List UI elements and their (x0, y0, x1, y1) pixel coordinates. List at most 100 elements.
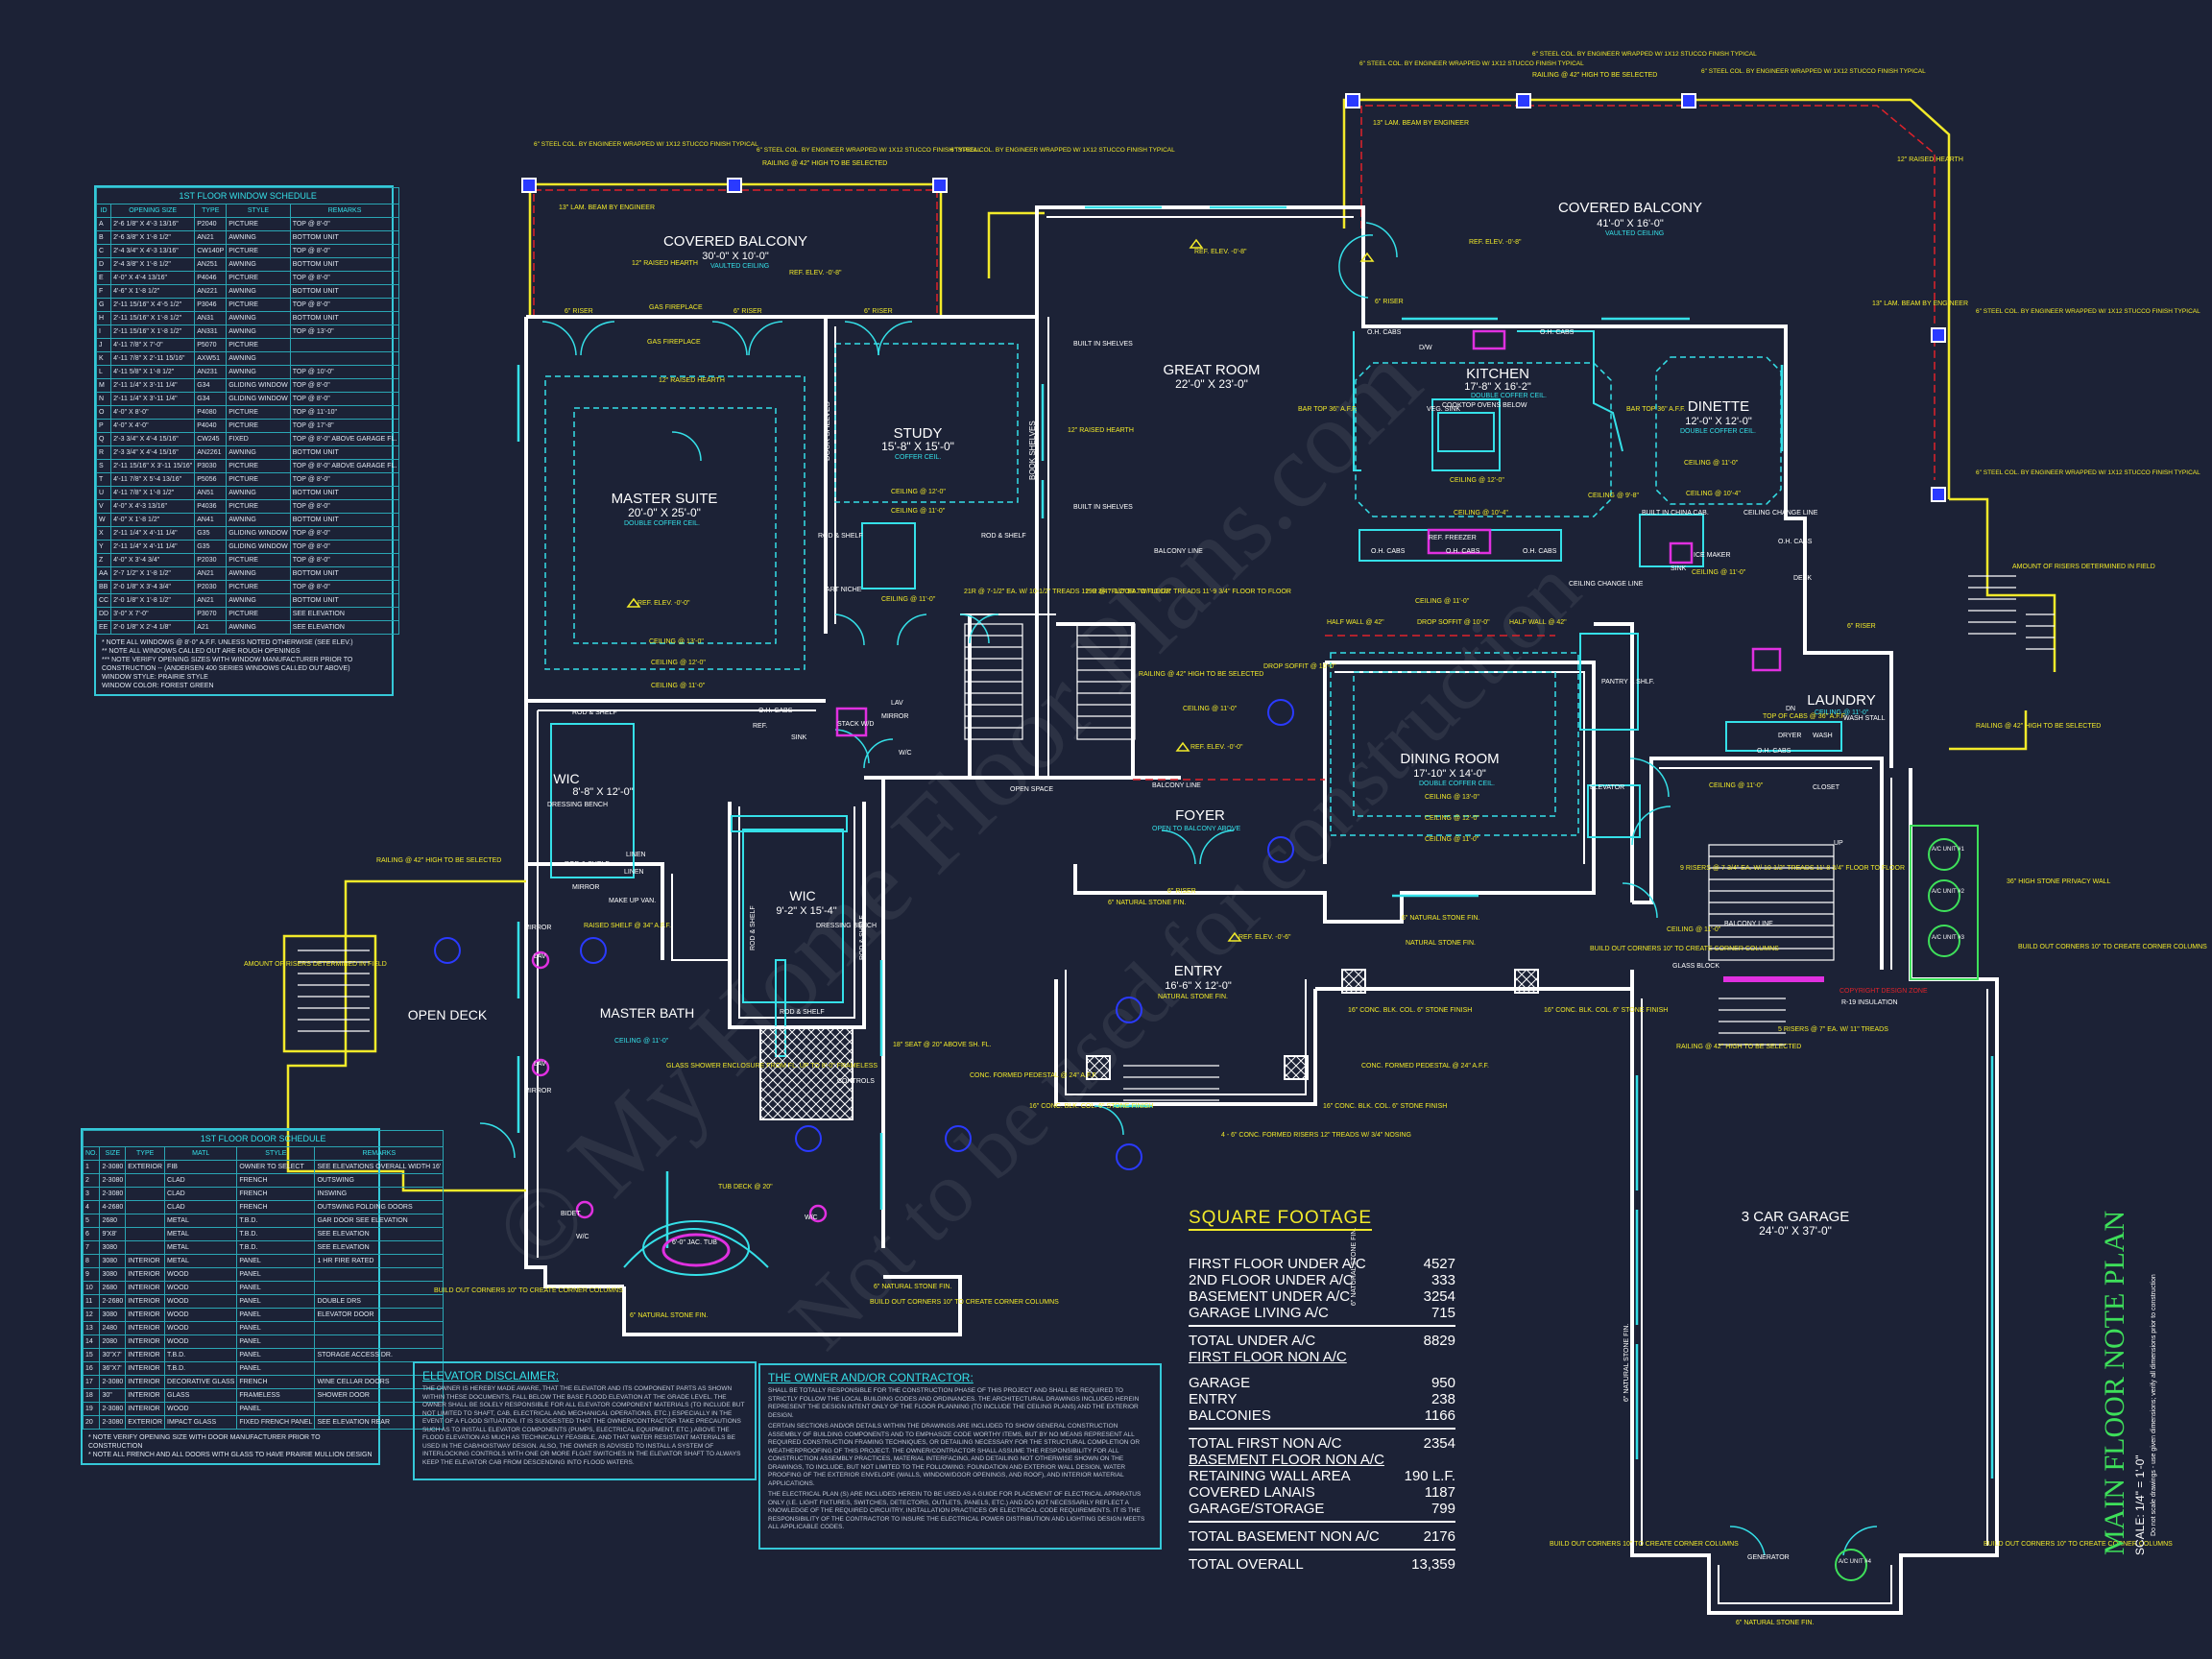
window-schedule-cell: TOP @ 17'-8" (289, 419, 400, 433)
window-schedule-cell: PICTURE (226, 271, 291, 285)
door-schedule-cell: 2-3080 (99, 1375, 127, 1389)
door-schedule-cell: INTERIOR (125, 1321, 166, 1335)
foyer-name: FOYER (1175, 807, 1225, 824)
window-schedule-cell: 4'-6" X 1'-8 1/2" (110, 284, 196, 299)
callout-china-cab: BUILT IN CHINA CAB. (1642, 510, 1709, 517)
callout-ceiling-5: CEILING @ 11'-0" (891, 508, 946, 515)
rod-shelf-vertical-2: ROD & SHELF (859, 915, 866, 960)
door-schedule-cell: 2-3080 (99, 1187, 127, 1201)
window-schedule-cell: CC (95, 593, 112, 608)
callout-railing-3: RAILING @ 42" HIGH TO BE SELECTED (1976, 723, 2101, 730)
window-schedule-cell: GLIDING WINDOW (226, 526, 291, 541)
callout-tub: 6'-0" JAC. TUB (672, 1239, 717, 1246)
door-schedule-cell: ELEVATOR DOOR (314, 1308, 445, 1322)
window-schedule-cell: TOP @ 8'-0" (289, 271, 400, 285)
callout-makeup: MAKE UP VAN. (609, 898, 656, 904)
desk-label: DESK (1793, 575, 1812, 582)
covered-balcony-right-dim: 41'-0" X 16'-0" (1597, 218, 1664, 229)
callout-railing-4: RAILING @ 42" HIGH TO BE SELECTED (376, 857, 501, 864)
window-schedule-cell: TOP @ 13'-0" (289, 325, 400, 339)
door-schedule-cell: EXTERIOR (125, 1160, 166, 1174)
callout-oh-cabs-5: O.H. CABS (1446, 548, 1480, 555)
square-footage-value: 3254 (1423, 1288, 1455, 1305)
door-schedule-cell: OUTSWING (314, 1173, 445, 1188)
electrical-symbols (434, 699, 1294, 1170)
window-schedule-cell: X (95, 526, 112, 541)
entry-note: NATURAL STONE FIN. (1158, 994, 1228, 1000)
window-schedule-cell: G35 (194, 540, 228, 554)
door-schedule-cell: 2-3080 (99, 1173, 127, 1188)
callout-ceiling-19: CEILING @ 11'-0" (1692, 569, 1746, 576)
window-schedule-cell: G34 (194, 392, 228, 406)
window-schedule-cell: TOP @ 8'-0" (289, 378, 400, 393)
window-schedule-header: ID (95, 204, 112, 218)
window-schedule-cell: P4080 (194, 405, 228, 420)
callout-oh-cabs-7: O.H. CABS (1778, 539, 1813, 545)
square-footage-label: ENTRY (1189, 1391, 1238, 1407)
window-schedule-cell: N (95, 392, 112, 406)
window-schedule-cell: PICTURE (226, 338, 291, 352)
window-schedule-cell: GLIDING WINDOW (226, 378, 291, 393)
window-schedule-cell: W (95, 513, 112, 527)
window-schedule-cell: TOP @ 8'-0" (289, 526, 400, 541)
square-footage-label: BASEMENT UNDER A/C (1189, 1288, 1351, 1305)
callout-oh-cabs-2: O.H. CABS (1367, 329, 1402, 336)
callout-stack: STACK W/D (837, 721, 874, 728)
dinette-dim: 12'-0" X 12'-0" (1685, 416, 1752, 427)
callout-lav-3: LAV (891, 700, 903, 707)
closet-label: CLOSET (1813, 784, 1840, 791)
window-schedule-cell: G (95, 298, 112, 312)
callout-raised-hearth-1: 12" RAISED HEARTH (632, 260, 698, 267)
rule (1189, 1428, 1455, 1430)
schedule-note: * NOTE ALL FRENCH AND ALL DOORS WITH GLA… (88, 1452, 373, 1458)
door-schedule-cell: METAL (164, 1240, 238, 1255)
window-schedule-header: STYLE (226, 204, 291, 218)
walls-thin (537, 216, 1988, 1604)
callout-linen-closet: LINEN (624, 869, 644, 876)
window-schedule-cell: SEE ELEVATION (289, 607, 400, 621)
study-name: STUDY (894, 425, 943, 442)
window-schedule-header: REMARKS (289, 204, 400, 218)
square-footage-label: FIRST FLOOR UNDER A/C (1189, 1256, 1366, 1272)
door-schedule-cell: 2480 (99, 1321, 127, 1335)
window-schedule-cell: TOP @ 8'-0" (289, 298, 400, 312)
door-schedule-cell: 3080 (99, 1267, 127, 1282)
master-bath-name: MASTER BATH (600, 1005, 695, 1021)
covered-balcony-left-dim: 30'-0" X 10'-0" (702, 251, 769, 262)
callout-railing-2: RAILING @ 42" HIGH TO BE SELECTED (1532, 72, 1657, 79)
book-shelves-2: BOOK SHELVES (1028, 421, 1037, 480)
window-schedule-cell: AN41 (194, 513, 228, 527)
callout-wc-3: W/C (899, 750, 912, 757)
door-schedule-cell: 17 (82, 1375, 101, 1389)
window-schedule-cell: P2030 (194, 553, 228, 567)
door-schedule-cell: 5 (82, 1214, 101, 1228)
door-schedule-cell: DOUBLE DRS (314, 1294, 445, 1309)
window-schedule-cell: AWNING (226, 445, 291, 460)
entry-dim: 16'-6" X 12'-0" (1165, 980, 1232, 992)
rule (1189, 1549, 1455, 1551)
door-schedule-cell (314, 1321, 445, 1335)
window-schedule-cell: AN21 (194, 566, 228, 581)
great-room-dim: 22'-0" X 23'-0" (1175, 377, 1248, 391)
callout-balcony-line-2: BALCONY LINE (1152, 782, 1201, 789)
callout-mirror-4: MIRROR (881, 713, 908, 720)
window-schedule-cell: 2'-3 3/4" X 4'-4 15/16" (110, 432, 196, 446)
owner-contractor-body-3: THE ELECTRICAL PLAN (S) ARE INCLUDED HER… (768, 1491, 1145, 1530)
callout-ceiling-2: CEILING @ 12'-0" (651, 660, 706, 666)
window-schedule-cell: 4'-0" X 4'-3 13/16" (110, 499, 196, 514)
square-footage-label: GARAGE LIVING A/C (1189, 1305, 1329, 1321)
square-footage-value: 799 (1431, 1501, 1455, 1517)
callout-wc-2: W/C (805, 1214, 818, 1221)
built-in-shelves-1: BUILT IN SHELVES (1073, 341, 1133, 348)
window-schedule-cell: 4'-11 7/8" X 2'-11 15/16" (110, 351, 196, 366)
window-schedule-cell: U (95, 486, 112, 500)
callout-wash: WASH (1813, 733, 1833, 739)
doors-and-glazing (517, 205, 1994, 1479)
